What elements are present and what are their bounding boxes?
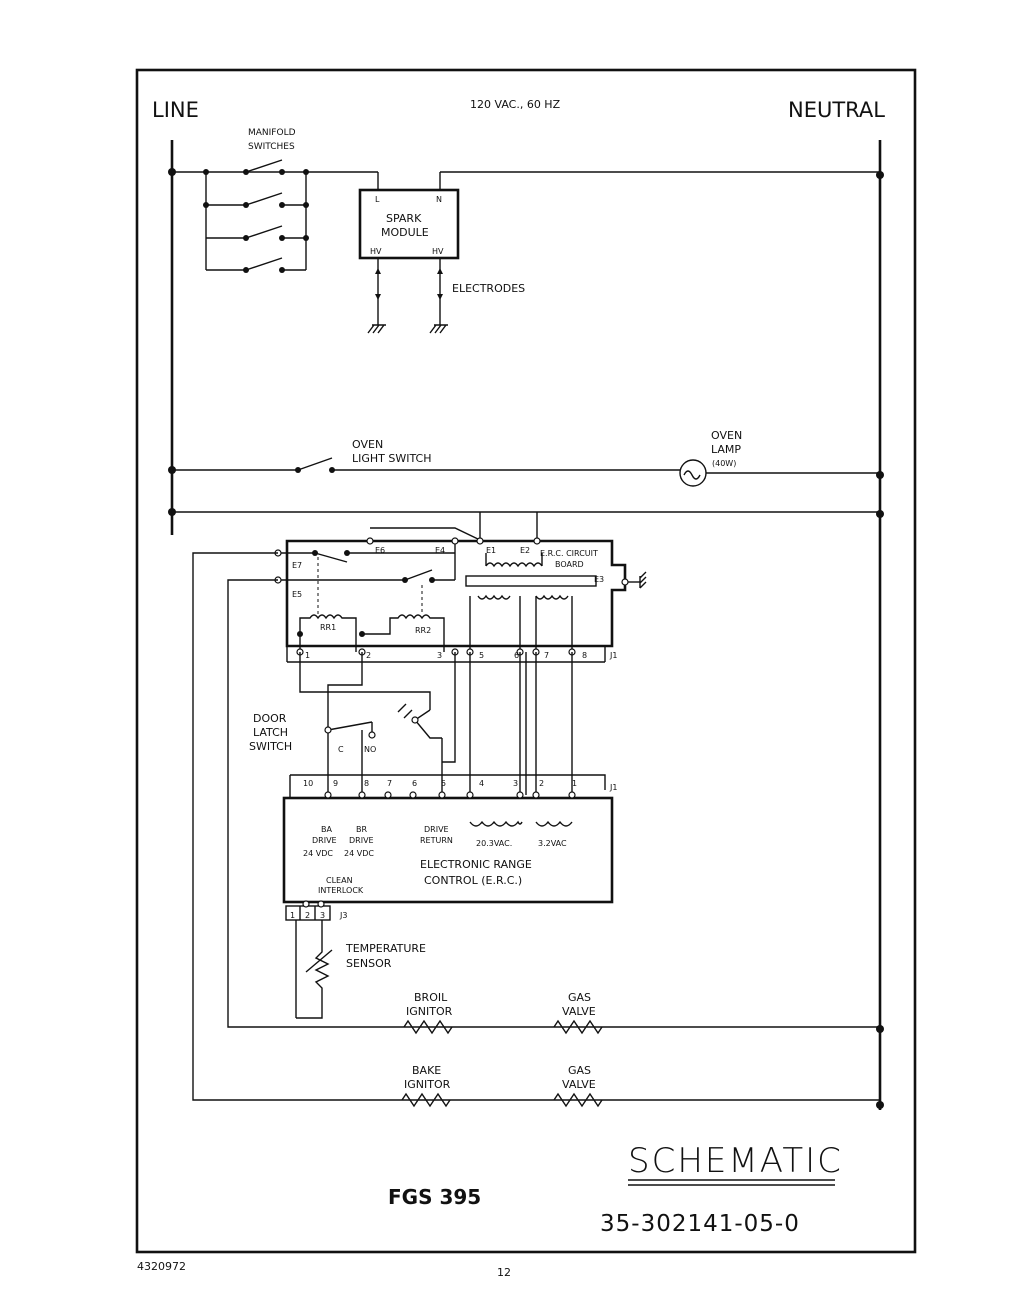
br-drive-1: BR [356, 825, 367, 834]
board-connector-j1: J1 [609, 651, 617, 660]
board-pin-5: 5 [479, 651, 484, 660]
neutral-label: NEUTRAL [788, 98, 885, 122]
erc-connector-j1: J1 [609, 783, 617, 792]
temperature-sensor-label-1: TEMPERATURE [345, 942, 426, 955]
erc-circuit-board [274, 512, 647, 663]
spark-pin-hv1: HV [370, 247, 382, 256]
erc-pin-9: 9 [333, 779, 338, 788]
erc-terminal-e1: E1 [486, 546, 496, 555]
schematic-title: SCHEMATIC [628, 1141, 843, 1181]
board-pin-8: 8 [582, 651, 587, 660]
erc-pin-1: 1 [572, 779, 577, 788]
vac-3-2: 3.2VAC [538, 839, 567, 848]
supply-label: 120 VAC., 60 HZ [470, 98, 561, 111]
j3-pin-1: 1 [290, 911, 295, 920]
board-pin-7: 7 [544, 651, 549, 660]
ba-drive-1: BA [321, 825, 332, 834]
erc-pin-8: 8 [364, 779, 369, 788]
oven-light-circuit [168, 457, 884, 487]
relay-rr1: RR1 [320, 623, 336, 632]
br-drive-2: DRIVE [349, 836, 374, 845]
spark-pin-n: N [436, 195, 442, 204]
oven-light-switch-label-2: LIGHT SWITCH [352, 452, 432, 465]
board-pin-6: 6 [514, 651, 519, 660]
door-latch-c: C [338, 745, 344, 754]
ba-drive-2: DRIVE [312, 836, 337, 845]
diagram-frame [135, 68, 917, 1254]
board-pin-3: 3 [437, 651, 442, 660]
br-drive-3: 24 VDC [344, 849, 374, 858]
broil-valve-label-2: VALVE [562, 1005, 596, 1018]
erc-pin-5: 5 [441, 779, 446, 788]
door-latch-label-1: DOOR [253, 712, 287, 725]
bake-ignitor-label-2: IGNITOR [404, 1078, 451, 1091]
ba-drive-3: 24 VDC [303, 849, 333, 858]
spark-module [358, 171, 884, 334]
erc-terminal-e4: E4 [435, 546, 445, 555]
board-pin-1: 1 [305, 651, 310, 660]
door-latch-no: NO [364, 745, 376, 754]
erc-pin-4: 4 [479, 779, 484, 788]
erc-terminal-e2: E2 [520, 546, 530, 555]
erc-pin-10: 10 [303, 779, 313, 788]
electrodes-label: ELECTRODES [452, 282, 525, 295]
temperature-sensor-label-2: SENSOR [346, 957, 392, 970]
clean-interlock-2: INTERLOCK [318, 886, 364, 895]
erc-board-title-1: E.R.C. CIRCUIT [540, 549, 598, 558]
erc-terminal-e7: E7 [292, 561, 302, 570]
door-latch-label-2: LATCH [253, 726, 288, 739]
left-feeder-wiring [192, 552, 884, 1109]
oven-lamp-label-1: OVEN [711, 429, 742, 442]
electronic-range-control [282, 774, 614, 1019]
erc-terminal-e3: E3 [594, 575, 604, 584]
spark-pin-hv2: HV [432, 247, 444, 256]
spark-module-label-1: SPARK [386, 212, 422, 225]
manifold-switches [168, 159, 379, 273]
door-latch-switch [299, 652, 456, 795]
manifold-label-2: SWITCHES [248, 142, 295, 152]
page-number: 12 [497, 1266, 511, 1279]
broil-ignitor-label-2: IGNITOR [406, 1005, 453, 1018]
oven-light-switch-label-1: OVEN [352, 438, 383, 451]
line-label: LINE [152, 98, 199, 122]
bake-ignitor-and-valve [401, 1092, 603, 1108]
clean-interlock-1: CLEAN [326, 876, 353, 885]
j3-pin-3: 3 [320, 911, 325, 920]
part-number: 35-302141-05-0 [600, 1211, 800, 1237]
bake-valve-label-1: GAS [568, 1064, 591, 1077]
erc-pin-3: 3 [513, 779, 518, 788]
model-number: FGS 395 [388, 1185, 481, 1209]
broil-ignitor-and-valve [403, 1019, 603, 1035]
erc-name-2: CONTROL (E.R.C.) [424, 874, 522, 887]
bake-ignitor-label-1: BAKE [412, 1064, 441, 1077]
door-latch-label-3: SWITCH [249, 740, 292, 753]
erc-terminal-e6: E6 [375, 546, 385, 555]
j3-pin-2: 2 [305, 911, 310, 920]
erc-connector-j3: J3 [339, 911, 347, 920]
relay-rr2: RR2 [415, 626, 431, 635]
oven-lamp-rating: (40W) [712, 459, 736, 468]
erc-pin-6: 6 [412, 779, 417, 788]
drive-return-2: RETURN [420, 836, 453, 845]
manifold-label-1: MANIFOLD [248, 128, 296, 138]
erc-pin-2: 2 [539, 779, 544, 788]
broil-valve-label-1: GAS [568, 991, 591, 1004]
spark-module-label-2: MODULE [381, 226, 429, 239]
erc-pin-7: 7 [387, 779, 392, 788]
spark-pin-l: L [375, 195, 380, 204]
oven-lamp-label-2: LAMP [711, 443, 741, 456]
broil-ignitor-label-1: BROIL [414, 991, 448, 1004]
erc-name-1: ELECTRONIC RANGE [420, 858, 532, 871]
transformer-feed-wiring [469, 652, 573, 795]
vac-20-3: 20.3VAC. [476, 839, 512, 848]
bake-valve-label-2: VALVE [562, 1078, 596, 1091]
board-pin-2: 2 [366, 651, 371, 660]
erc-terminal-e5: E5 [292, 590, 302, 599]
erc-board-title-2: BOARD [555, 560, 584, 569]
drive-return-1: DRIVE [424, 825, 449, 834]
doc-number: 4320972 [137, 1260, 186, 1273]
